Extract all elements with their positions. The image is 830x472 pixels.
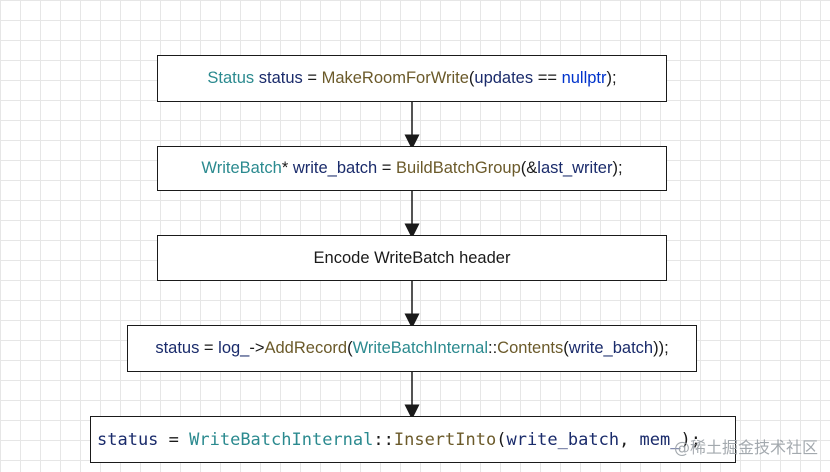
code-token: ); [606, 69, 617, 87]
code-token: write_batch [292, 159, 378, 177]
code-token: ( [347, 339, 353, 357]
code-token: last_writer [537, 159, 613, 177]
node-text: Status status = MakeRoomForWrite(updates… [207, 69, 616, 88]
code-token: status [97, 429, 159, 450]
code-token: == [533, 69, 562, 87]
code-token: :: [488, 339, 498, 357]
code-token: )); [653, 339, 669, 357]
code-token: mem_ [639, 429, 681, 450]
code-token: status [155, 339, 200, 357]
code-token: Status [207, 69, 255, 87]
node-text: status = WriteBatchInternal::InsertInto(… [97, 430, 701, 450]
node-encode-header: Encode WriteBatch header [157, 235, 667, 281]
node-add-record: status = log_->AddRecord(WriteBatchInter… [127, 325, 697, 372]
node-insert-into: status = WriteBatchInternal::InsertInto(… [90, 416, 736, 463]
code-token: Encode WriteBatch header [313, 248, 511, 267]
code-token: (& [520, 159, 538, 177]
code-token: ); [612, 159, 623, 177]
code-token: = [199, 339, 219, 357]
code-token: updates [474, 69, 534, 87]
code-token: WriteBatch [201, 159, 282, 177]
node-text: Encode WriteBatch header [314, 249, 511, 268]
node-text: status = log_->AddRecord(WriteBatchInter… [155, 339, 668, 358]
code-token: log_ [218, 339, 250, 357]
code-token: -> [249, 339, 265, 357]
code-token: BuildBatchGroup [396, 159, 521, 177]
code-token: InsertInto [393, 429, 497, 450]
code-token: , [619, 429, 640, 450]
code-token: AddRecord [264, 339, 348, 357]
code-token: status [254, 69, 303, 87]
code-token: = [377, 159, 397, 177]
node-build-batch-group: WriteBatch* write_batch = BuildBatchGrou… [157, 146, 667, 191]
code-token: ( [563, 339, 569, 357]
code-token: write_batch [568, 339, 654, 357]
code-token: MakeRoomForWrite [321, 69, 469, 87]
node-text: WriteBatch* write_batch = BuildBatchGrou… [201, 159, 622, 178]
code-token: Contents [497, 339, 564, 357]
node-make-room-for-write: Status status = MakeRoomForWrite(updates… [157, 55, 667, 102]
code-token: nullptr [561, 69, 607, 87]
code-token: = [302, 69, 322, 87]
code-token: = [158, 429, 190, 450]
code-token: :: [373, 429, 394, 450]
code-token: WriteBatchInternal [189, 429, 374, 450]
code-token: * [281, 159, 293, 177]
code-token: ); [680, 429, 701, 450]
code-token: write_batch [506, 429, 620, 450]
code-token: ( [468, 69, 475, 87]
code-token: WriteBatchInternal [352, 339, 488, 357]
watermark: @稀土掘金技术社区 [673, 438, 818, 457]
code-token: ( [496, 429, 507, 450]
